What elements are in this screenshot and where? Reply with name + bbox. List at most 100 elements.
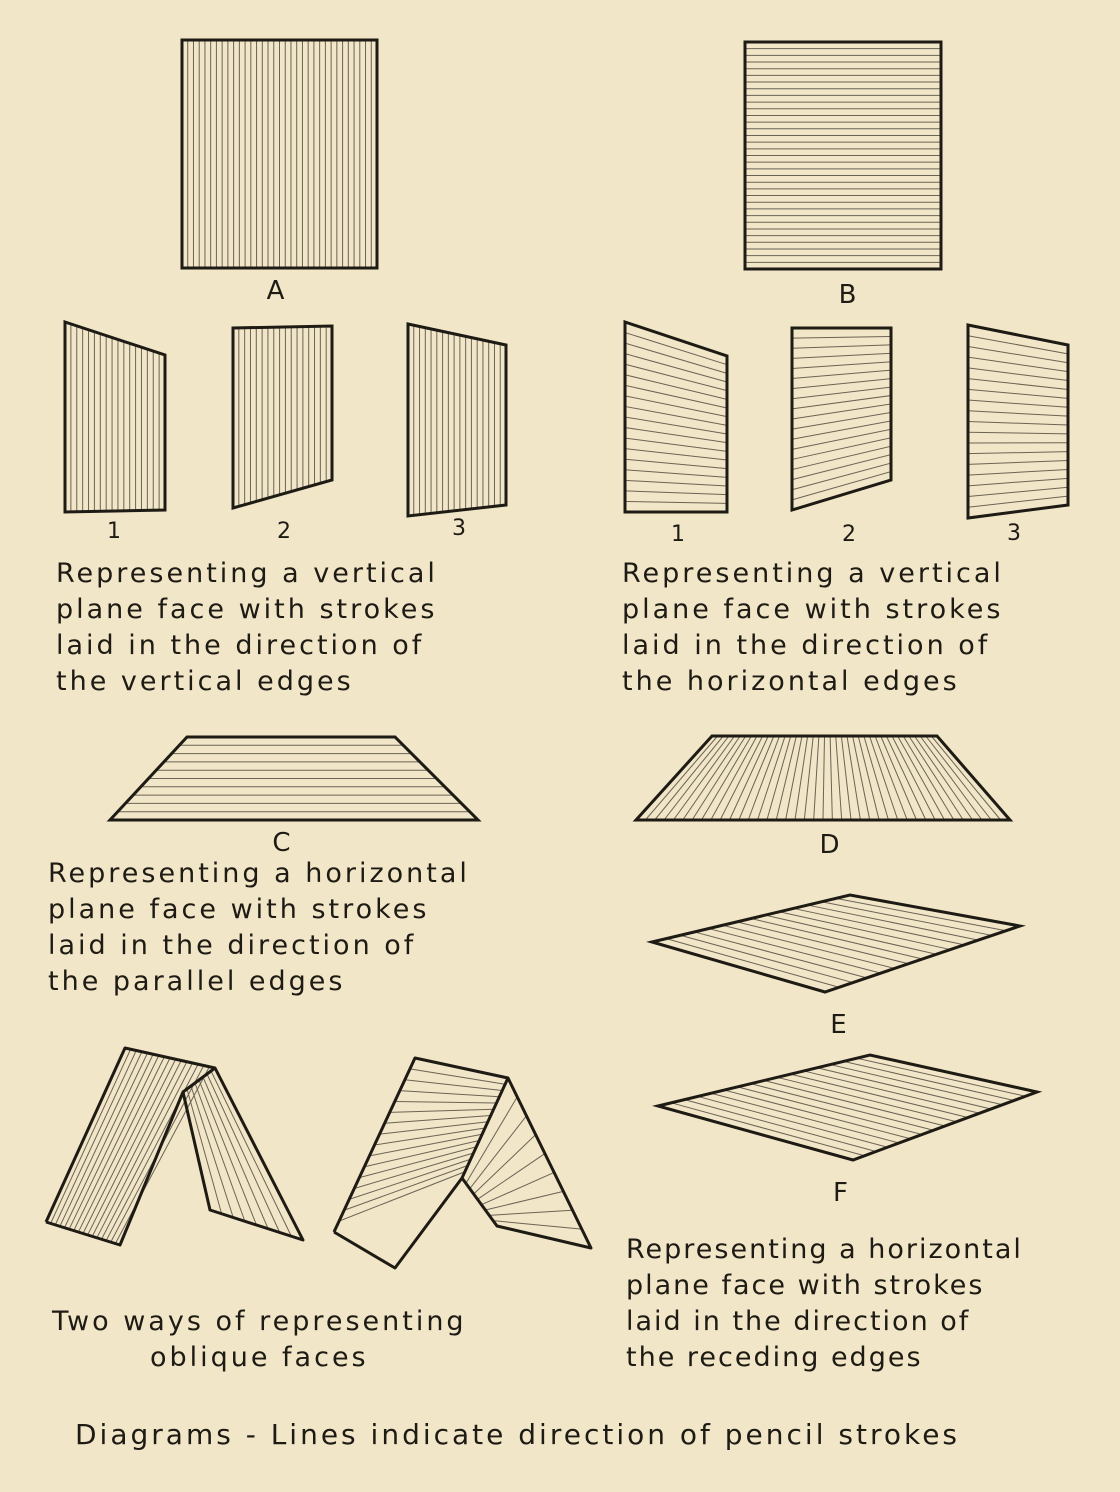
hatch-stroke [967,410,1069,417]
hatch-stroke [624,332,728,366]
hatch-stroke [914,735,974,821]
hatch-stroke [803,735,814,821]
hatch-stroke [763,1080,946,1127]
hatch-stroke [82,1057,171,1234]
hatch-stroke [87,1059,177,1236]
hatch-stroke [785,735,803,821]
hatch-stroke [465,1096,518,1184]
hatch-stroke [68,1054,154,1230]
hatch-stroke [822,735,825,821]
hatch-stroke [489,1209,573,1216]
hatch-stroke [775,735,797,821]
caption-oblique: Two ways of representing oblique faces [52,1306,467,1373]
hatch-stroke [198,1079,257,1226]
hatch-stroke [493,1220,582,1230]
hatch-stroke [77,1056,165,1233]
hatch-stroke [791,420,892,440]
hatch-stroke [803,1070,980,1114]
hatch-stroke [91,1060,182,1237]
hatch-stroke [202,1076,269,1229]
hatch-stroke [666,938,840,988]
hatch-stroke [791,428,892,450]
hatch-stroke [359,1146,477,1179]
hatch-stroke [624,405,728,426]
hatch-stroke [791,378,892,390]
label-horiz-3: 3 [1007,521,1021,546]
hatch-stroke [885,735,927,821]
hatch-stroke [737,1086,923,1135]
hatch-stroke [856,1057,1026,1097]
hatch-stroke [477,1153,546,1200]
hatch-stroke [765,914,937,955]
hatch-stroke [624,353,728,383]
figure-vert-2 [231,324,334,510]
hatch-stroke [409,1068,506,1085]
hatch-stroke [190,1085,234,1218]
hatch-stroke [389,1108,494,1113]
hatch-stroke [710,735,758,821]
hatch-stroke [967,451,1069,455]
hatch-stroke [869,735,899,821]
hatch-stroke [64,1052,148,1228]
hatch-stroke [738,735,775,821]
hatch-stroke [967,399,1069,408]
label-vert-3: 3 [452,516,466,541]
hatch-stroke [857,735,880,821]
hatch-stroke [736,921,909,965]
hatch-stroke [59,1051,143,1227]
hatch-stroke [404,1079,503,1091]
hatch-stroke [747,735,780,821]
hatch-stroke [369,1133,483,1157]
hatch-stroke [897,735,945,821]
hatch-stroke [624,374,728,400]
figure-f [652,1053,1043,1162]
hatch-stroke [624,427,728,444]
hatch-stroke [967,335,1069,355]
hatch-stroke [394,1101,497,1104]
hatch-stroke [724,1089,911,1140]
caption-vertical-strokes: Representing a vertical plane face with … [56,558,438,697]
hatch-stroke [880,735,917,821]
hatch-stroke [354,1152,474,1189]
label-b: B [838,280,858,310]
hatch-stroke [835,897,1007,932]
hatch-stroke [114,1066,210,1244]
hatch-stroke [967,495,1069,508]
hatch-stroke [691,735,747,821]
hatch-stroke [671,1102,865,1157]
hatch-stroke [186,1088,223,1214]
figure-horiz-3 [966,323,1070,520]
hatch-stroke [672,735,735,821]
caption-parallel-edges: Representing a horizontal plane face wit… [48,858,470,997]
hatch-stroke [852,735,871,821]
hatch-stroke [967,356,1069,373]
hatch-stroke [624,437,728,452]
hatch-stroke [843,1060,1015,1101]
hatch-stroke [967,460,1069,465]
hatch-stroke [680,934,853,984]
hatch-stroke [908,735,964,821]
hatch-stroke [757,735,786,821]
hatch-stroke [794,735,809,821]
hatch-stroke [624,416,728,435]
figure-e [646,893,1026,994]
hatch-stroke [863,735,889,821]
hatch-stroke [840,735,852,821]
hatch-stroke [813,735,820,821]
hatch-stroke [729,735,769,821]
figure-vert-1 [63,319,167,514]
hatch-stroke [338,1171,466,1222]
hatch-stroke [343,1165,468,1211]
hatch-stroke [791,437,892,460]
hatch-stroke [101,1062,193,1240]
hatch-stroke [777,1076,957,1123]
hatch-stroke [791,352,892,359]
hatch-stroke [779,911,951,951]
hatch-stroke [701,735,752,821]
hatch-stroke [654,735,724,821]
hatch-stroke [821,901,993,936]
hatch-stroke [930,735,1002,821]
hatch-stroke [791,471,892,501]
figure-b [743,40,943,271]
